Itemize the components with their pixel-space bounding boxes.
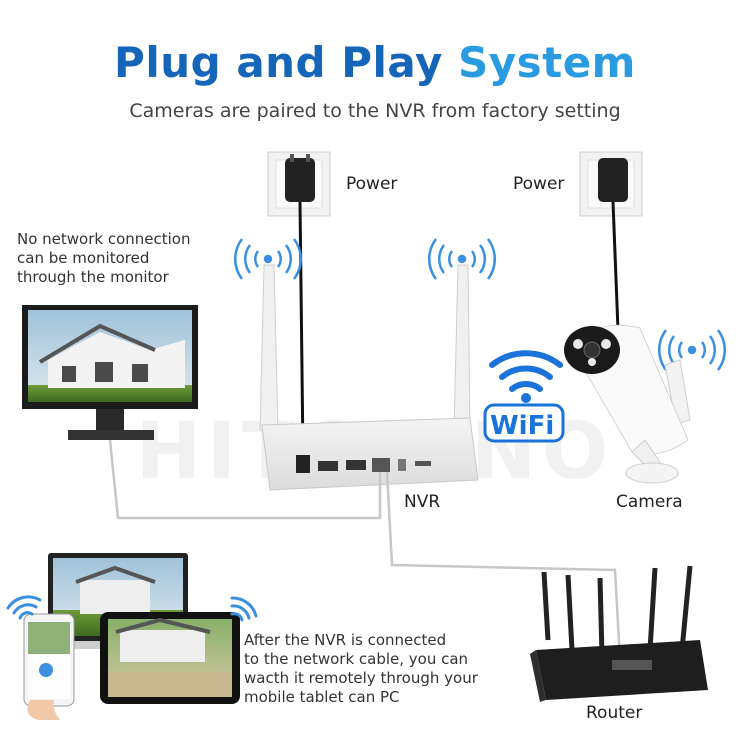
monitor-icon <box>22 305 198 440</box>
wifi-signal-icon <box>6 595 42 620</box>
wifi-signal-icon <box>230 596 258 622</box>
wifi-signal-icon <box>658 329 726 371</box>
monitor-note: No network connection can be monitored t… <box>17 230 191 286</box>
tablet-icon <box>100 612 240 704</box>
wifi-logo <box>483 350 565 443</box>
router-label: Router <box>586 703 643 723</box>
power-label-right: Power <box>513 174 565 194</box>
camera-label: Camera <box>616 492 683 512</box>
remote-note: After the NVR is connected to the networ… <box>244 631 478 706</box>
wifi-signal-icon <box>428 238 496 280</box>
wifi-signal-icon <box>234 238 302 280</box>
page-subtitle: Cameras are paired to the NVR from facto… <box>129 100 621 122</box>
page-title: Plug and Play System <box>114 38 636 87</box>
power-label-left: Power <box>346 174 398 194</box>
camera-icon <box>564 324 691 484</box>
wifi-badge-text: WiFi <box>490 411 554 441</box>
nvr-icon <box>261 417 479 491</box>
nvr-label: NVR <box>404 492 441 512</box>
nvr-antenna <box>259 264 471 431</box>
phone-icon <box>23 613 75 720</box>
router-icon <box>530 565 708 702</box>
power-adapter-icon <box>579 151 643 217</box>
